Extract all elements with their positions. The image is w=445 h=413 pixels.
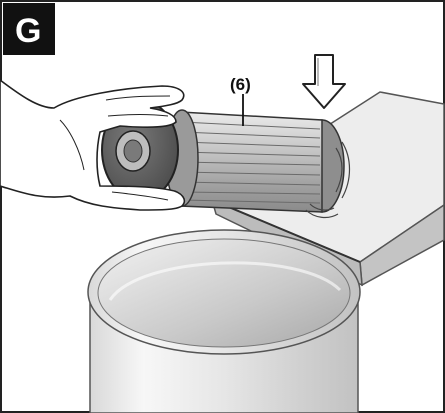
step-label-box: [3, 3, 55, 55]
container-icon: [87, 229, 361, 413]
hand-icon: [0, 79, 186, 211]
step-label: G: [15, 12, 41, 50]
filter-cartridge-icon: [101, 99, 351, 219]
part-label: (6): [230, 75, 251, 94]
down-arrow-icon: [302, 54, 346, 109]
